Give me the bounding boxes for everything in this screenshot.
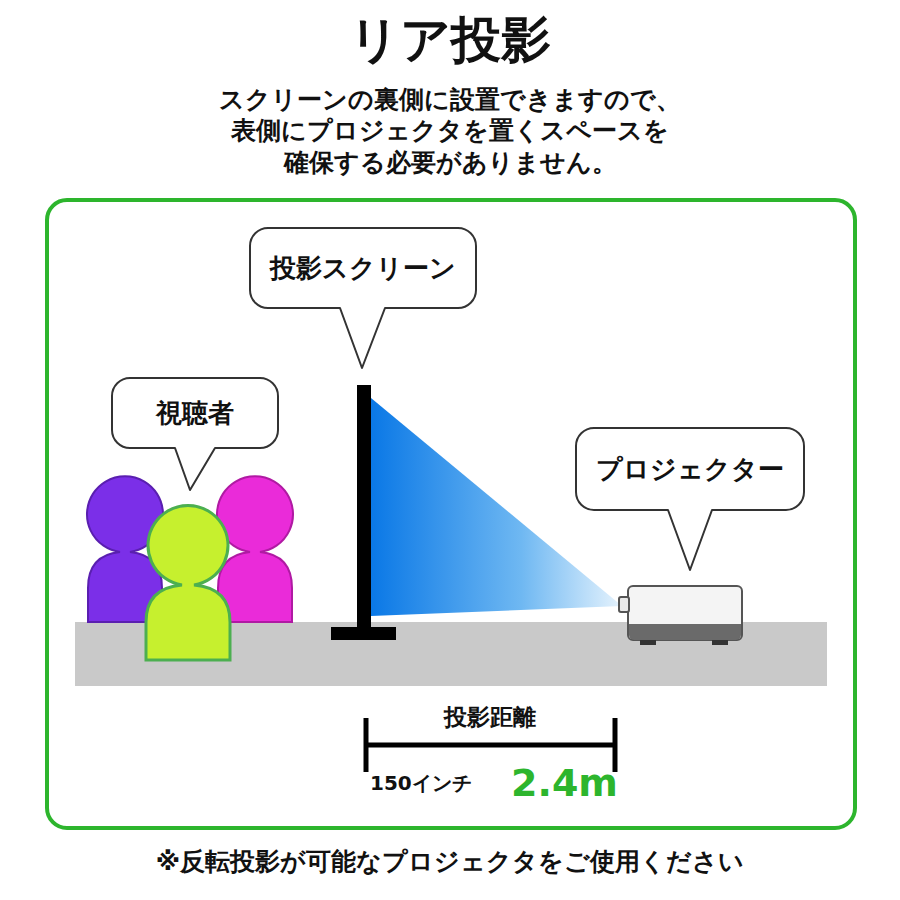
screen-size: 150インチ <box>370 771 472 796</box>
bubble-label: 投影スクリーン <box>270 251 456 286</box>
projector <box>619 586 742 645</box>
speech-bubble: 視聴者 <box>112 378 278 448</box>
title: リア投影 <box>349 9 551 72</box>
frame <box>47 200 855 828</box>
screen-panel <box>357 385 371 633</box>
bubble-shape <box>112 378 278 490</box>
bubble-shape <box>250 228 476 368</box>
distance-value: 2.4m <box>511 760 618 808</box>
bubble-label: プロジェクター <box>596 452 784 487</box>
speech-bubble: プロジェクター <box>576 428 804 510</box>
bubble-label: 視聴者 <box>156 396 234 431</box>
speech-bubble: 投影スクリーン <box>250 228 476 308</box>
screen-stand <box>331 627 396 640</box>
bubble-shape <box>576 428 804 570</box>
viewers <box>87 476 293 660</box>
subtitle: スクリーンの裏側に設置できますので、 表側にプロジェクタを置くスペースを 確保す… <box>190 84 710 178</box>
dimension-label: 投影距離 <box>444 703 536 732</box>
caption: ※反転投影が可能なプロジェクタをご使用ください <box>156 846 744 877</box>
